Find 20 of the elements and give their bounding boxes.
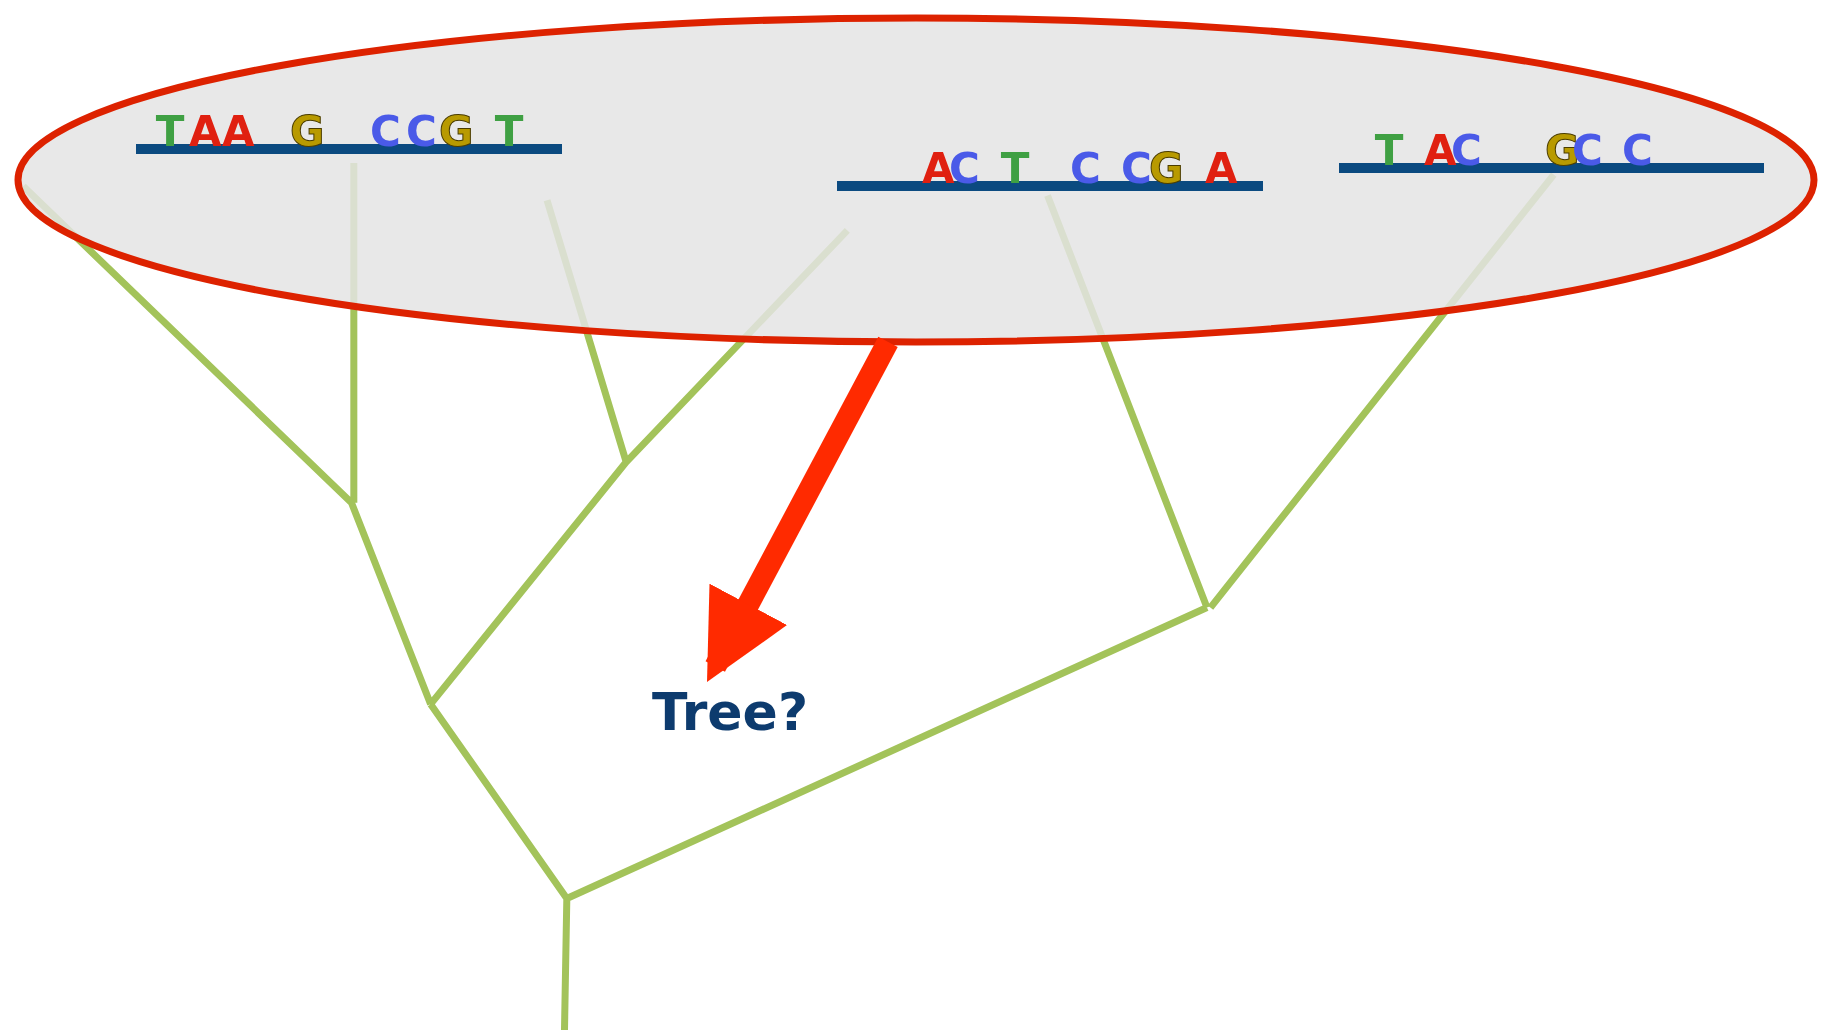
nucleotide-letter: T xyxy=(494,109,524,155)
nucleotide-letter: C xyxy=(370,109,400,155)
nucleotide-letter: G xyxy=(1149,146,1179,192)
nucleotide-letter: T xyxy=(155,109,185,155)
nucleotide-letter: T xyxy=(1374,128,1404,174)
nucleotide-letter: C xyxy=(1070,146,1100,192)
nucleotide-letter: C xyxy=(1121,146,1151,192)
nucleotide-letter: A xyxy=(222,109,252,155)
nucleotide-letter: A xyxy=(922,146,952,192)
nucleotide-letter: G xyxy=(290,109,320,155)
ellipse-outline xyxy=(14,14,1818,346)
nucleotide-letter: G xyxy=(439,109,469,155)
caption-text: Tree? xyxy=(650,682,810,742)
nucleotide-letter: A xyxy=(1205,146,1235,192)
nucleotide-letter: A xyxy=(1424,128,1454,174)
arrow xyxy=(705,336,898,682)
nucleotide-letter: C xyxy=(1622,128,1652,174)
nucleotide-letter: T xyxy=(1000,146,1030,192)
nucleotide-letter: G xyxy=(1545,128,1575,174)
nucleotide-letter: C xyxy=(406,109,436,155)
